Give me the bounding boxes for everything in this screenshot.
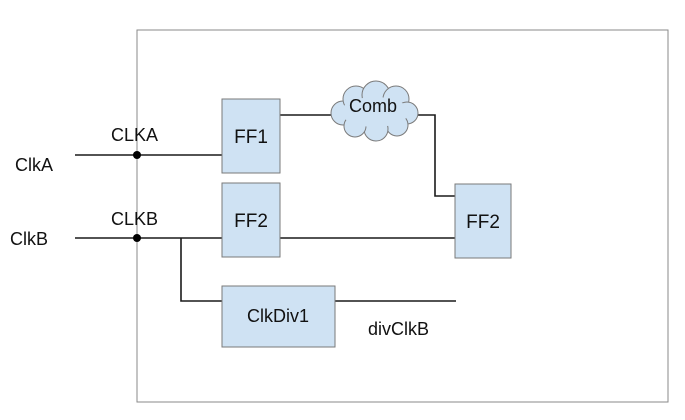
comb-to-ff2-wire	[412, 114, 455, 197]
ff2-right-label: FF2	[466, 212, 500, 233]
clkb-input-label: ClkB	[10, 229, 48, 249]
divclkb-label: divClkB	[368, 319, 429, 339]
ff2-left-block: FF2	[221, 182, 281, 258]
clka-port-label: CLKA	[111, 125, 158, 145]
design-boundary	[136, 29, 669, 403]
comb-label: Comb	[349, 96, 397, 116]
clka-input-label: ClkA	[15, 155, 53, 175]
clkb-port-dot	[133, 234, 141, 242]
ff2-right-block: FF2	[454, 183, 512, 259]
comb-cloud: Comb	[330, 80, 419, 142]
clkdiv-label: ClkDiv1	[247, 306, 309, 326]
clka-port-dot	[133, 151, 141, 159]
clkdiv-branch-wire	[180, 238, 222, 302]
ff1-label: FF1	[234, 127, 268, 148]
clkb-port-label: CLKB	[111, 209, 158, 229]
ff2-left-label: FF2	[234, 211, 268, 232]
clkdiv-block: ClkDiv1	[221, 285, 336, 348]
ff1-block: FF1	[221, 98, 281, 174]
